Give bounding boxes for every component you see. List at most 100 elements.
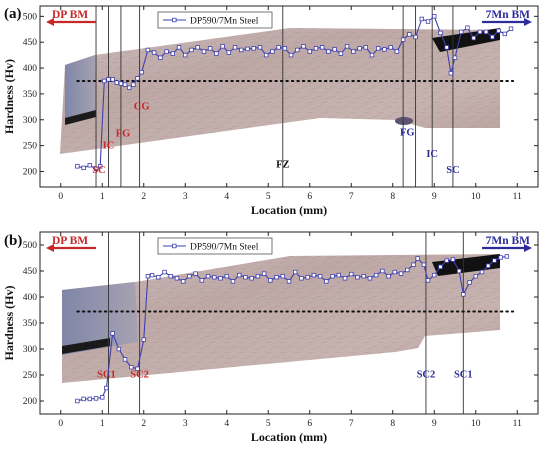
data-point [180,279,186,284]
x-tick-label: 2 [141,419,146,429]
data-point [380,268,385,274]
data-point [87,396,92,402]
data-point [282,46,288,51]
data-point [183,52,188,58]
data-point [110,331,115,336]
data-point [141,337,146,342]
data-point [425,19,431,24]
data-point [349,271,354,277]
data-point [93,166,99,172]
x-axis-label: Location (mm) [251,430,327,444]
data-point [305,275,310,280]
data-point [313,46,319,51]
data-point [508,26,514,31]
data-point [444,258,449,263]
data-point [220,44,225,49]
legend-box [157,11,273,29]
data-point [479,269,485,275]
data-point [444,45,449,50]
data-point [386,273,391,279]
data-point [461,292,466,297]
data-point [131,82,136,87]
data-point [336,272,341,278]
data-point [118,81,124,86]
data-point [299,276,304,281]
data-point [301,44,306,49]
data-point [251,46,256,51]
data-point [245,46,250,52]
x-tick-label: 1 [100,192,105,202]
mn-bm-label: 7Mn BM [486,9,531,21]
data-point [411,262,416,267]
y-tick-label: 350 [23,319,38,329]
y-tick-label: 400 [23,293,38,303]
legend-label: DP590/7Mn Steel [190,243,259,253]
zone-label: SC2 [130,370,149,381]
data-point [355,275,360,280]
data-point [218,276,223,281]
data-point [438,264,443,270]
data-point [351,49,356,54]
zone-label: FG [116,128,131,139]
zone-label: SC2 [417,370,436,381]
x-tick-label: 4 [224,419,229,429]
data-point [361,273,366,279]
data-point [373,272,379,278]
x-tick-label: 8 [390,419,395,429]
micrograph-b-dp-sheet [62,282,138,355]
y-tick-label: 350 [23,90,38,100]
dp-bm-label: DP BM [52,235,88,247]
x-tick-label: 4 [224,192,229,202]
x-tick-label: 7 [349,419,354,429]
zone-label: SC1 [454,370,473,381]
data-point [162,269,167,275]
data-point [471,35,476,41]
data-point [214,51,219,56]
data-point [243,275,248,280]
data-point [425,278,431,283]
data-point [145,47,151,53]
micrograph-a [60,28,500,154]
y-tick-label: 400 [23,64,38,74]
data-point [87,163,92,168]
micrograph-b [62,254,500,383]
x-tick-label: 10 [471,419,481,429]
x-axis-label: Location (mm) [251,203,327,217]
data-point [326,49,331,54]
data-point [452,55,458,60]
data-point [187,273,192,279]
data-point [135,366,140,371]
data-point [421,262,427,267]
x-tick-label: 0 [58,192,63,202]
data-point [106,77,111,82]
data-point [170,51,175,56]
x-tick-label: 6 [307,192,312,202]
dp-bm-label: DP BM [52,9,88,21]
data-point [81,396,86,402]
x-tick-label: 11 [513,192,522,202]
micrograph-b-texture [62,254,500,383]
y-tick-label: 200 [23,167,38,177]
x-tick-label: 1 [100,419,105,429]
data-point [286,279,292,284]
data-point [456,268,462,274]
data-point [201,49,207,54]
data-point [332,47,337,52]
x-tick-label: 7 [349,192,354,202]
data-point [145,273,151,279]
x-tick-label: 5 [266,192,271,202]
data-point [330,273,335,279]
data-point [398,271,404,276]
data-point [311,272,317,278]
data-point [280,273,285,279]
panel-b-label: (b) [4,233,22,249]
data-point [149,272,155,278]
plot-frame [39,5,539,188]
data-point [485,263,491,268]
data-point [432,14,437,19]
x-tick-label: 2 [141,192,146,202]
x-tick-label: 5 [266,419,271,429]
data-point [450,257,456,262]
